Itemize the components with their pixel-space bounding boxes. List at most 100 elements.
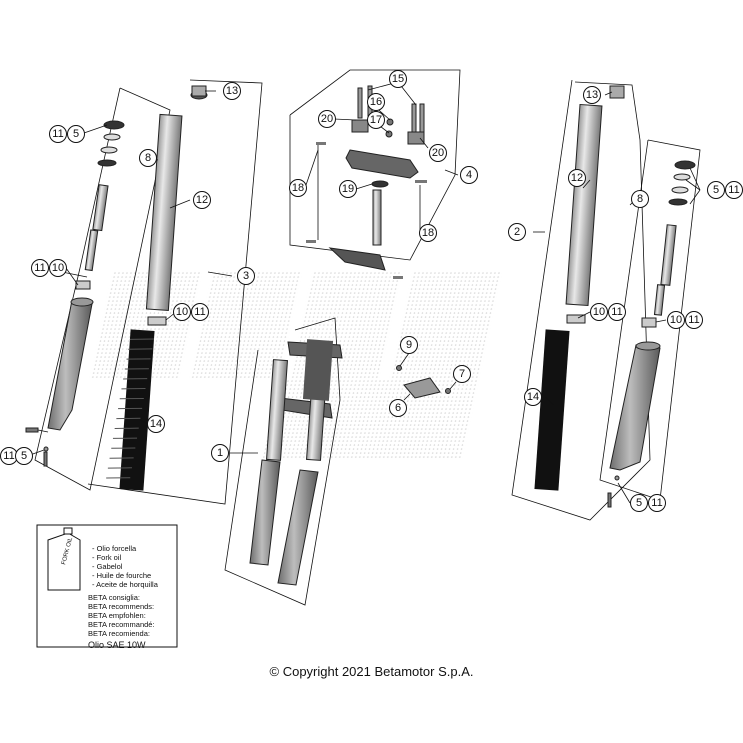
clamp-block-part — [407, 131, 425, 145]
lower-clamp-part — [328, 247, 386, 271]
svg-text:12: 12 — [196, 194, 208, 206]
washer-part — [668, 198, 688, 206]
bushing-part — [75, 280, 91, 290]
callout-4: 4 — [460, 166, 478, 184]
callout-19: 19 — [339, 180, 357, 198]
svg-text:13: 13 — [226, 85, 238, 97]
recommend-line-5: BETA recomienda: — [88, 629, 150, 638]
svg-text:11: 11 — [52, 128, 63, 140]
callout-11: 11 — [49, 125, 67, 143]
callout-10: 10 — [49, 259, 67, 277]
svg-text:13: 13 — [586, 89, 598, 101]
frame-1 — [224, 317, 341, 606]
callout-11: 11 — [608, 303, 626, 321]
svg-text:4: 4 — [466, 169, 472, 181]
callout-1: 1 — [211, 444, 229, 462]
callout-20: 20 — [429, 144, 447, 162]
svg-text:5: 5 — [713, 184, 719, 196]
callout-13: 13 — [583, 86, 601, 104]
fork-tube-part — [565, 103, 603, 307]
bolt-part — [43, 451, 48, 467]
callout-11: 11 — [725, 181, 743, 199]
callout-11: 11 — [685, 311, 703, 329]
tube-cap-part — [191, 85, 207, 97]
callout-5: 5 — [15, 447, 33, 465]
svg-text:18: 18 — [292, 182, 304, 194]
left-frame — [34, 87, 171, 491]
svg-text:9: 9 — [406, 339, 412, 351]
svg-text:11: 11 — [688, 314, 699, 326]
svg-text:11: 11 — [194, 306, 205, 318]
outer-leg-part — [47, 299, 93, 431]
svg-text:2: 2 — [514, 226, 520, 238]
callout-6: 6 — [389, 399, 407, 417]
svg-text:14: 14 — [527, 391, 539, 403]
bracket-group — [396, 365, 451, 399]
top-cap-part — [103, 120, 125, 130]
svg-text:10: 10 — [593, 306, 605, 318]
oil-line-2: - Fork oil — [92, 553, 122, 562]
washer-part — [97, 159, 117, 167]
recommend-line-4: BETA recommandé: — [88, 620, 155, 629]
steering-stem-part — [372, 189, 382, 246]
top-cap-part — [674, 160, 696, 170]
callout-12: 12 — [193, 191, 211, 209]
svg-text:8: 8 — [637, 193, 643, 205]
recommend-line-2: BETA recommends: — [88, 602, 154, 611]
svg-text:5: 5 — [73, 128, 79, 140]
bushing-part — [641, 317, 657, 328]
recommend-line-1: BETA consiglia: — [88, 593, 140, 602]
washer-part — [673, 173, 691, 181]
svg-text:10: 10 — [670, 314, 682, 326]
callout-20: 20 — [318, 110, 336, 128]
svg-text:3: 3 — [243, 270, 249, 282]
bracket-part — [403, 377, 441, 399]
bolt-part — [607, 492, 612, 508]
frame-2 — [511, 79, 651, 521]
svg-text:16: 16 — [370, 96, 382, 108]
svg-text:1: 1 — [217, 447, 223, 459]
oil-line-3: - Gabelol — [92, 562, 123, 571]
assembled-fork-group — [224, 317, 343, 606]
callout-18: 18 — [289, 179, 307, 197]
callout-10: 10 — [590, 303, 608, 321]
svg-text:10: 10 — [176, 306, 188, 318]
oil-line-1: - Olio forcella — [92, 544, 137, 553]
svg-text:7: 7 — [459, 368, 465, 380]
washer-part — [103, 133, 121, 141]
clamp-bolt-part — [357, 87, 363, 119]
callouts: 11 5 11 10 11 5 13 8 12 3 10 11 14 15 16… — [0, 70, 743, 512]
callout-14: 14 — [147, 415, 165, 433]
steer-bearing-part — [371, 180, 389, 188]
tube-spring-group-left — [87, 79, 263, 505]
right-fork-group — [599, 139, 701, 508]
recommend-line-3: BETA empfohlen: — [88, 611, 146, 620]
bolt-part — [25, 427, 39, 433]
frame-3 — [87, 79, 263, 505]
callout-16: 16 — [367, 93, 385, 111]
cartridge-part — [92, 184, 109, 232]
callout-18: 18 — [419, 224, 437, 242]
svg-text:14: 14 — [150, 418, 162, 430]
left-fork-group — [25, 87, 171, 491]
bushing-part — [147, 316, 167, 326]
svg-text:17: 17 — [370, 114, 382, 126]
spring-part — [106, 329, 155, 491]
svg-text:10: 10 — [52, 262, 64, 274]
cartridge-part — [660, 224, 677, 286]
svg-text:11: 11 — [728, 184, 739, 196]
svg-text:20: 20 — [432, 147, 444, 159]
oil-line-4: - Huile de fourche — [92, 571, 151, 580]
clamp-bolt-part — [419, 103, 425, 133]
callout-8: 8 — [631, 190, 649, 208]
svg-text:5: 5 — [636, 497, 642, 509]
fork-leg-right-part — [277, 469, 319, 586]
triple-clamp-group — [289, 69, 461, 279]
callout-14: 14 — [524, 388, 542, 406]
svg-text:12: 12 — [571, 172, 583, 184]
svg-text:6: 6 — [395, 402, 401, 414]
callout-11: 11 — [31, 259, 49, 277]
svg-text:11: 11 — [611, 306, 622, 318]
svg-text:19: 19 — [342, 183, 354, 195]
